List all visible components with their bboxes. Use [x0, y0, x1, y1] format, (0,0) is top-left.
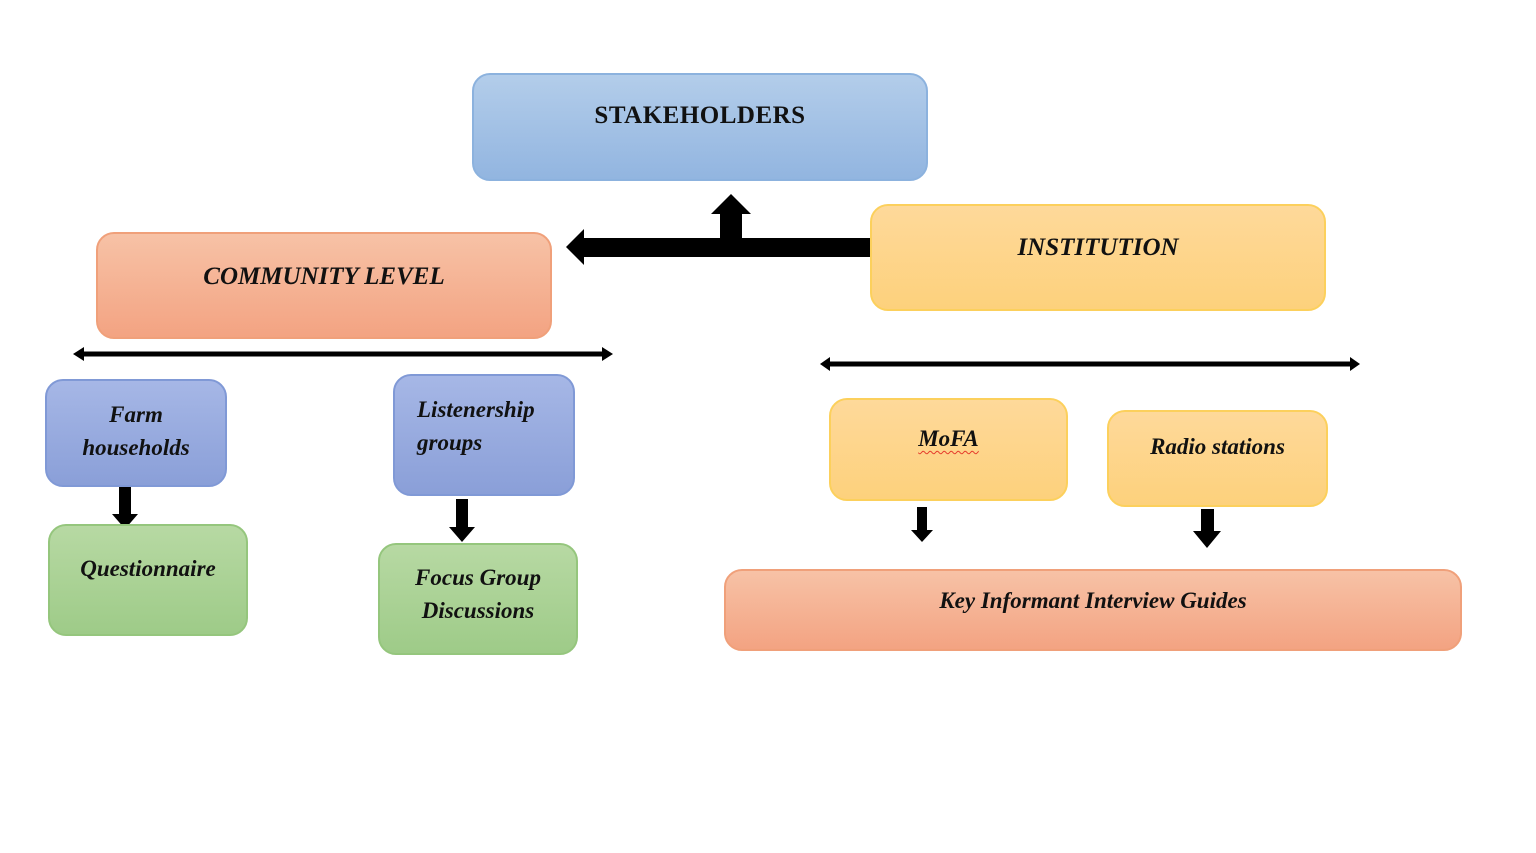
institution-label: INSTITUTION — [1017, 234, 1179, 261]
mofa-label: MoFA — [918, 426, 979, 451]
farm-households-line2: households — [82, 435, 190, 460]
arrow-mofa-down — [911, 507, 933, 542]
main-double-arrow — [566, 194, 895, 265]
questionnaire-label: Questionnaire — [80, 556, 216, 581]
focus-group-line1: Focus Group — [415, 565, 541, 590]
institution-divider-arrow — [820, 357, 1360, 371]
listenership-groups-line2: groups — [417, 430, 483, 455]
questionnaire-box: Questionnaire — [48, 524, 248, 636]
farm-households-box: Farm households — [45, 379, 227, 487]
listenership-groups-box: Listenership groups — [393, 374, 575, 496]
radio-stations-box: Radio stations — [1107, 410, 1328, 507]
focus-group-line2: Discussions — [421, 598, 535, 623]
focus-group-discussions-box: Focus Group Discussions — [378, 543, 578, 655]
community-divider-arrow — [73, 347, 613, 361]
radio-stations-label: Radio stations — [1150, 434, 1285, 459]
arrow-radio-down — [1193, 509, 1221, 548]
farm-households-line1: Farm — [109, 402, 163, 427]
arrow-listenership-to-fgd — [449, 499, 475, 542]
key-informant-interview-box: Key Informant Interview Guides — [724, 569, 1462, 651]
stakeholders-label: STAKEHOLDERS — [594, 102, 806, 129]
mofa-box: MoFA — [829, 398, 1068, 501]
community-level-box: COMMUNITY LEVEL — [96, 232, 552, 339]
stakeholders-box: STAKEHOLDERS — [472, 73, 928, 181]
main-connector-arrow — [566, 194, 895, 265]
arrow-farm-to-questionnaire — [112, 487, 138, 529]
community-level-label: COMMUNITY LEVEL — [203, 263, 445, 290]
listenership-groups-line1: Listenership — [417, 397, 535, 422]
key-informant-interview-label: Key Informant Interview Guides — [939, 588, 1247, 613]
institution-box: INSTITUTION — [870, 204, 1326, 311]
